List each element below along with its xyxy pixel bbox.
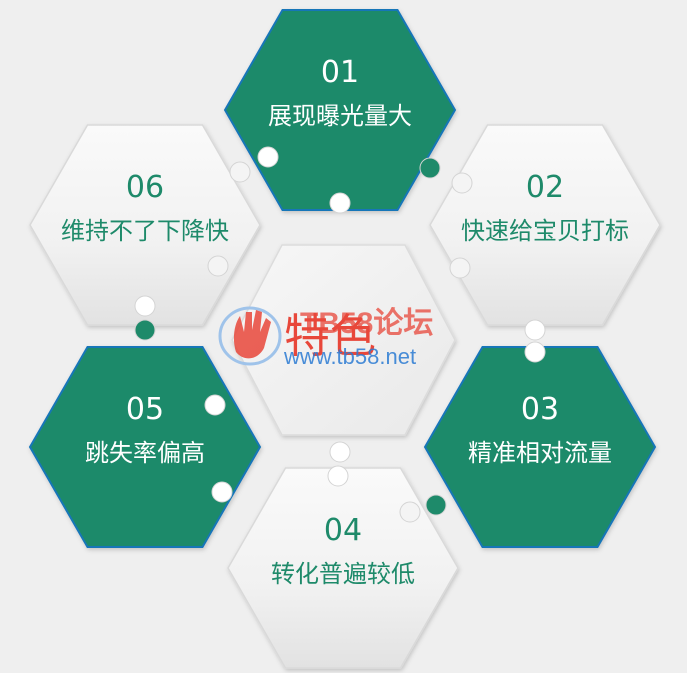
puzzle-knob [207,255,229,277]
hexagon-shape [29,124,261,326]
hexagon-01: 01 展现曝光量大 [223,9,457,211]
hexagon-shape [227,467,459,669]
hexagon-shape [28,346,262,548]
puzzle-knob [257,146,279,168]
hexagon-shape [429,124,661,326]
hexagon-04: 04 转化普遍较低 [227,467,459,669]
center-hexagon-shape [231,244,456,436]
puzzle-knob [425,494,447,516]
hexagon-03: 03 精准相对流量 [423,346,657,548]
hexagon-number: 04 [324,513,362,548]
center-text: 特色 [284,309,376,363]
puzzle-knob [399,501,421,523]
puzzle-knob [134,319,156,341]
puzzle-knob [329,441,351,463]
puzzle-knob [524,341,546,363]
hexagon-02: 02 快速给宝贝打标 [429,124,661,326]
puzzle-knob [449,257,471,279]
hexagon-number: 01 [321,55,359,90]
watermark: TB58论坛 www.tb58.net [218,306,433,369]
hexagon-05: 05 跳失率偏高 [28,346,262,548]
hexagon-label: 快速给宝贝打标 [461,217,629,245]
puzzle-knob [229,161,251,183]
watermark-site-name: TB58论坛 [300,307,433,340]
puzzle-knob [211,481,233,503]
puzzle-knob [204,394,226,416]
hexagon-number: 05 [126,392,164,427]
puzzle-knob [451,172,473,194]
hexagon-shape [423,346,657,548]
hexagon-label: 展现曝光量大 [268,102,412,130]
puzzle-knob [419,157,441,179]
watermark-url: www.tb58.net [283,344,416,369]
hexagon-number: 03 [521,392,559,427]
puzzle-knob [327,465,349,487]
hexagon-label: 转化普遍较低 [271,560,415,588]
puzzle-knob [134,295,156,317]
puzzle-knob [329,192,351,214]
hexagon-number: 02 [526,170,564,205]
hexagon-label: 精准相对流量 [468,439,612,467]
hexagon-shape [223,9,457,211]
hexagon-number: 06 [126,170,164,205]
hand-icon [218,306,282,366]
puzzle-knob [524,319,546,341]
hexagon-06: 06 维持不了下降快 [29,124,261,326]
hexagon-label: 跳失率偏高 [85,439,205,467]
hexagon-label: 维持不了下降快 [61,217,229,245]
center-hexagon: 特色 [231,244,456,436]
